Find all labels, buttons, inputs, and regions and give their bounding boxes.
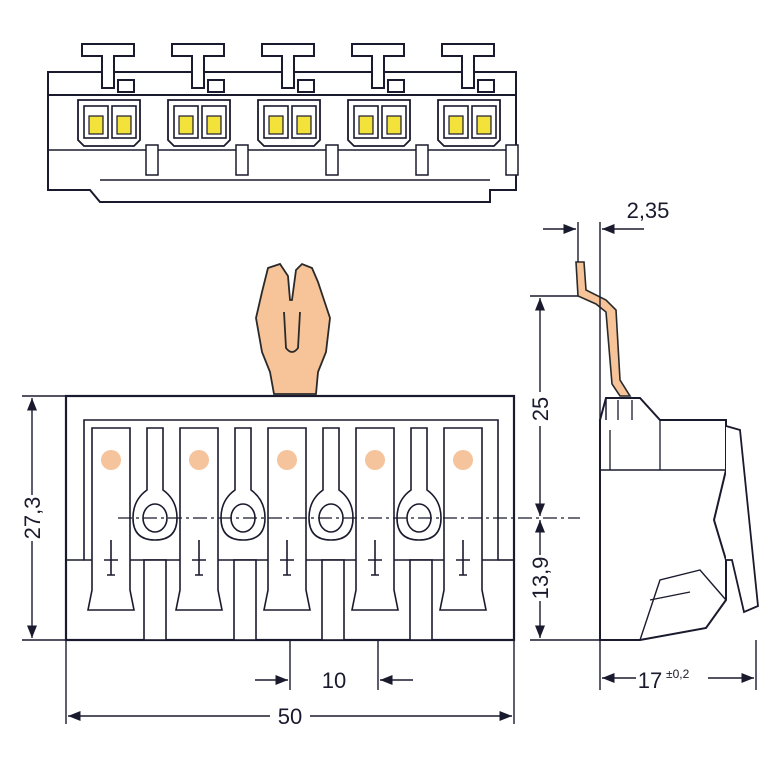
contact-window xyxy=(263,427,311,611)
clamp-spring xyxy=(386,115,402,135)
contact-mark xyxy=(192,540,206,576)
side-view-body xyxy=(599,397,727,641)
push-lever xyxy=(81,43,135,89)
dim-label-17-tolerance: ±0,2 xyxy=(666,667,690,681)
clamp-spring xyxy=(476,115,492,135)
push-lever xyxy=(171,43,225,89)
lever-tab xyxy=(477,79,495,93)
contact-window xyxy=(87,427,135,611)
clamp-spring xyxy=(358,115,374,135)
contact-mark xyxy=(456,540,470,576)
contact-dot xyxy=(101,450,121,470)
clamp-spring xyxy=(448,115,464,135)
contact-window xyxy=(439,427,487,611)
top-slot xyxy=(235,144,249,176)
top-slot xyxy=(325,144,339,176)
lever-tab xyxy=(387,79,405,93)
front-view xyxy=(64,262,580,642)
contact-window xyxy=(175,427,223,611)
solder-pin xyxy=(255,262,331,395)
dim-label-13-9: 13,9 xyxy=(528,557,553,600)
contact-mark xyxy=(368,540,382,576)
clamp-spring xyxy=(88,115,104,135)
contact-dot xyxy=(453,450,473,470)
top-slot xyxy=(505,144,519,176)
contact-mark xyxy=(104,540,118,576)
bottom-notch xyxy=(143,559,167,641)
side-view-lever xyxy=(725,425,759,614)
dim-label-2-35: 2,35 xyxy=(627,198,670,223)
lever-tab xyxy=(207,79,225,93)
contact-dot xyxy=(277,450,297,470)
bottom-notch xyxy=(409,559,433,641)
clamp-spring xyxy=(206,115,222,135)
dim-label-25: 25 xyxy=(528,397,553,421)
top-slot xyxy=(415,144,429,176)
dim-label-10: 10 xyxy=(322,668,346,693)
bottom-notch xyxy=(321,559,345,641)
contact-dot xyxy=(365,450,385,470)
push-lever xyxy=(261,43,315,89)
clamp-spring xyxy=(116,115,132,135)
contact-dot xyxy=(189,450,209,470)
clamp-spring xyxy=(296,115,312,135)
lever-tab xyxy=(297,79,315,93)
bottom-notch xyxy=(233,559,257,641)
dim-label-17: 17 xyxy=(638,668,662,693)
dim-label-27-3: 27,3 xyxy=(20,497,45,540)
push-lever xyxy=(441,43,495,89)
push-lever xyxy=(351,43,405,89)
top-view xyxy=(47,43,519,203)
dim-label-50: 50 xyxy=(278,704,302,729)
contact-mark xyxy=(280,540,294,576)
lever-tab xyxy=(117,79,135,93)
side-view-pin xyxy=(575,261,632,397)
contact-window xyxy=(351,427,399,611)
top-slot xyxy=(145,144,159,176)
side-view xyxy=(575,261,759,641)
clamp-spring xyxy=(178,115,194,135)
clamp-spring xyxy=(268,115,284,135)
